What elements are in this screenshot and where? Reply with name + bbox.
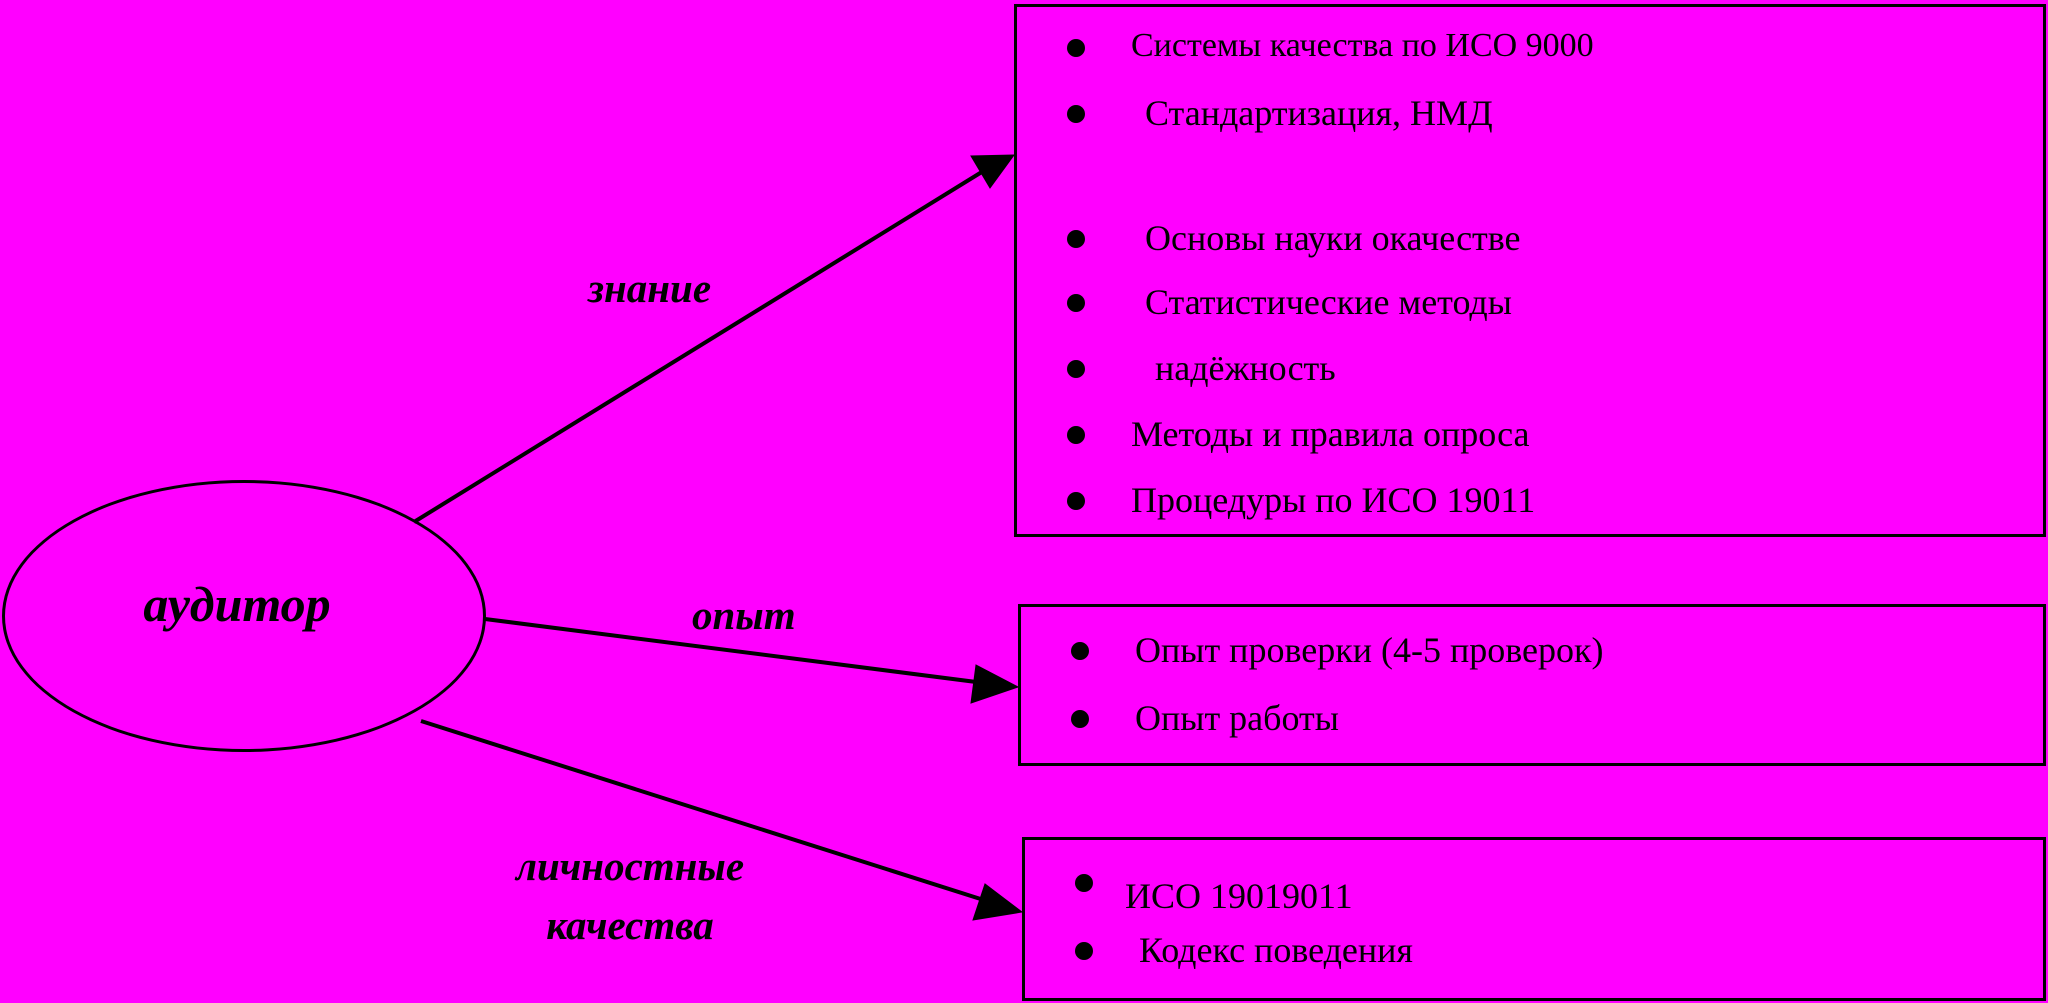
list-item-text: Процедуры по ИСО 19011 xyxy=(1131,480,1536,520)
list-item-text: Статистические методы xyxy=(1145,282,1512,322)
list-item-text: надёжность xyxy=(1155,348,1336,388)
arrow-to-personal xyxy=(420,719,991,904)
knowledge-box: Системы качества по ИСО 9000 Стандартиза… xyxy=(1014,4,2046,537)
auditor-node: аудитор xyxy=(2,480,486,752)
list-item-text: Стандартизация, НМД xyxy=(1145,93,1493,133)
list-item-text: Системы качества по ИСО 9000 xyxy=(1131,27,1594,64)
bullet-icon xyxy=(1067,230,1085,248)
bullet-icon xyxy=(1067,492,1085,510)
bullet-icon xyxy=(1075,874,1093,892)
bullet-icon xyxy=(1075,942,1093,960)
arrow-to-knowledge xyxy=(412,168,987,524)
arrow-to-experience xyxy=(484,617,985,685)
list-item-text: Методы и правила опроса xyxy=(1131,414,1530,454)
personal-qualities-box: ИСО 19019011 Кодекс поведения xyxy=(1022,837,2046,1001)
bullet-icon xyxy=(1067,39,1085,57)
experience-box: Опыт проверки (4-5 проверок) Опыт работы xyxy=(1018,604,2046,766)
list-item-text: Кодекс поведения xyxy=(1139,930,1413,970)
edge-label-experience: опыт xyxy=(692,592,796,638)
bullet-icon xyxy=(1067,105,1085,123)
edge-label-knowledge: знание xyxy=(588,265,712,311)
arrowhead-knowledge xyxy=(970,154,1015,189)
auditor-node-label: аудитор xyxy=(143,576,331,632)
arrowhead-personal xyxy=(972,883,1024,921)
edge-label-personal-line-1: личностные xyxy=(515,843,745,889)
bullet-icon xyxy=(1067,426,1085,444)
list-item-text: Опыт работы xyxy=(1135,698,1339,738)
bullet-icon xyxy=(1071,710,1089,728)
bullet-icon xyxy=(1071,642,1089,660)
edge-label-personal-qualities: личностные качества xyxy=(486,837,774,956)
arrowhead-experience xyxy=(970,664,1020,704)
list-item-text: Основы науки окачестве xyxy=(1145,218,1521,258)
edge-label-personal-line-2: качества xyxy=(546,902,714,949)
bullet-icon xyxy=(1067,294,1085,312)
list-item-text: ИСО 19019011 xyxy=(1125,876,1353,916)
list-item-text: Опыт проверки (4-5 проверок) xyxy=(1135,630,1604,670)
bullet-icon xyxy=(1067,360,1085,378)
